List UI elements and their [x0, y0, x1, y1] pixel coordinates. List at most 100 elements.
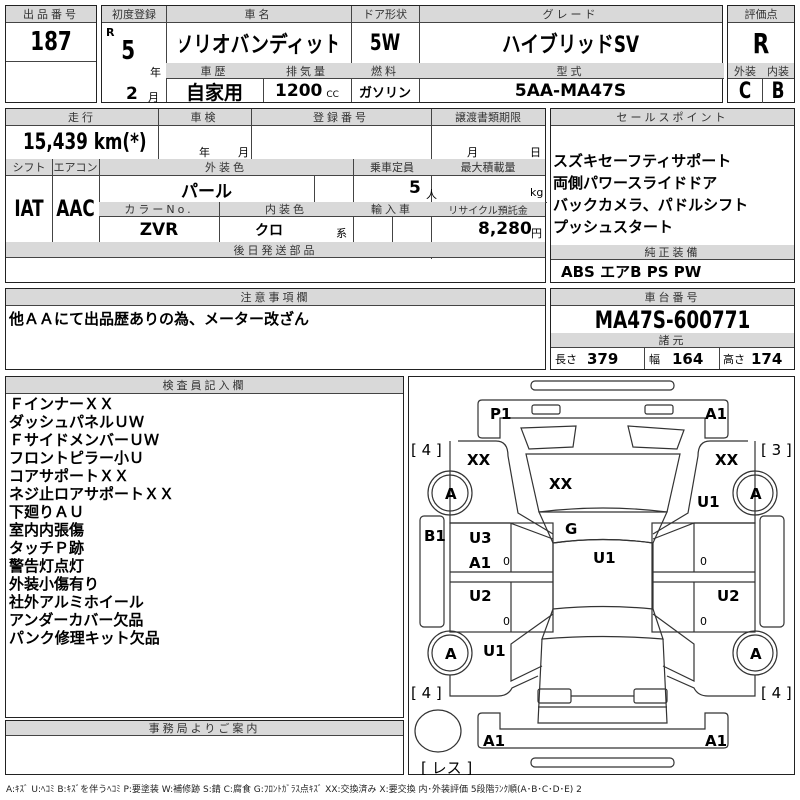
interior-score: B	[771, 79, 785, 103]
inspector-line: ダッシュパネルＵＷ	[9, 413, 145, 431]
equipment: ABS エアB PS PW	[561, 263, 702, 281]
car-name-label: 車名	[166, 6, 351, 23]
inspector-line: パンク修理キット欠品	[9, 629, 160, 647]
inspector-line: コアサポートＸＸ	[9, 467, 130, 485]
transfer-day-unit: 日	[530, 146, 541, 159]
height-label: 高さ	[723, 353, 745, 366]
capacity: 5	[409, 178, 421, 198]
diagram-mark-wheel-fr: A	[750, 485, 762, 503]
diagram-mark-wheel-rl: A	[445, 645, 457, 663]
year-unit: 年	[150, 66, 161, 79]
int-color: クロ	[255, 222, 283, 239]
diagram-mark-rear-right: A1	[705, 732, 728, 750]
diagram-mark-zero: 0	[700, 615, 707, 628]
transfer-month-unit: 月	[467, 146, 478, 159]
fuel-label: 燃料	[351, 63, 419, 79]
overall-score: R	[752, 26, 770, 60]
chassis-label: 車台番号	[551, 289, 794, 306]
inspector-line: ＦインナーＸＸ	[9, 395, 115, 413]
length: 379	[587, 350, 619, 368]
inspection-label: 車検	[158, 109, 251, 126]
recycle-label: リサイクル預託金	[431, 202, 545, 217]
inspector-line: 下廻りＡＵ	[9, 503, 85, 521]
inspection-year-unit: 年	[199, 146, 210, 159]
reg-no-label: 登録番号	[251, 109, 431, 126]
diagram-mark-rear-left: A1	[483, 732, 506, 750]
ac-label: エアコン	[52, 159, 99, 176]
diagram-mark-door-rr: U2	[717, 587, 740, 605]
sales-line: プッシュスタート	[553, 218, 674, 236]
sales-line: 両側パワースライドドア	[553, 174, 718, 192]
displacement-label: 排気量	[263, 63, 351, 79]
max-load-label: 最大積載量	[431, 159, 545, 176]
inspector-line: 警告灯点灯	[9, 557, 85, 575]
capacity-label: 乗車定員	[353, 159, 431, 176]
inspector-line: 社外アルミホイール	[9, 593, 144, 611]
diagram-mark-front-left: P1	[490, 405, 512, 423]
displacement-unit: CC	[326, 90, 339, 100]
mileage-label: 走行	[6, 109, 158, 126]
diagram-mark-door-fl1: U3	[469, 529, 492, 547]
chassis-box: 車台番号 MA47S-600771 諸元 長さ 379 幅 164 高さ 174	[550, 288, 795, 370]
detail-box: 走行 車検 登録番号 譲渡書類期限 15,439 km(*) 年 月 月 日 シ…	[5, 108, 547, 283]
ext-color: パール	[181, 181, 232, 202]
interior-label: 内装	[762, 63, 794, 79]
inspector-line: タッチＰ跡	[9, 539, 85, 557]
width-label: 幅	[649, 353, 660, 366]
later-parts-label: 後日発送部品	[6, 242, 545, 258]
first-reg-year: 5	[121, 36, 136, 66]
history: 自家用	[185, 81, 243, 104]
ext-color-label: 外装色	[99, 159, 353, 176]
lot-label: 出品番号	[6, 6, 96, 23]
inspector-line: ＦサイドメンバーＵＷ	[9, 431, 160, 449]
color-no: ZVR	[139, 219, 179, 240]
fuel: ガソリン	[358, 85, 411, 101]
inspector-line: 外装小傷有り	[9, 575, 100, 593]
import-label: 輸入車	[353, 202, 431, 217]
car-name: ソリオバンディット	[179, 33, 338, 58]
inspector-line: ネジ止ロアサポートＸＸ	[9, 485, 175, 503]
door-type: 5W	[369, 30, 401, 56]
car-outline	[414, 380, 785, 768]
height: 174	[751, 350, 783, 368]
notes-label: 注意事項欄	[6, 289, 545, 306]
sales-label: セールスポイント	[551, 109, 794, 126]
diagram-mark-windshield: G	[565, 520, 578, 538]
diagram-mark-zero: 0	[503, 555, 510, 568]
equipment-label: 純正装備	[551, 245, 794, 260]
score-box: 評価点 R 外装 内装 C B	[727, 5, 795, 103]
legend: A:ｷｽﾞ U:ﾍｺﾐ B:ｷｽﾞを伴うﾍｺﾐ P:要塗装 W:補修跡 S:錆 …	[6, 785, 582, 795]
color-no-label: カラーNo.	[99, 202, 219, 217]
diagram-mark-wheel-rr: A	[750, 645, 762, 663]
sales-line: スズキセーフティサポート	[553, 152, 732, 170]
diagram-mark-quarter-rl: U1	[483, 642, 506, 660]
int-color-label: 内装色	[219, 202, 353, 217]
specs-label: 諸元	[551, 333, 794, 348]
inspector-line: フロントピラー小Ｕ	[9, 449, 145, 467]
diagram-mark-fender-fl: XX	[467, 451, 491, 469]
diagram-mark-zero: 0	[503, 615, 510, 628]
chassis-number: MA47S-600771	[594, 306, 751, 333]
score-label: 評価点	[728, 6, 794, 23]
transfer-label: 譲渡書類期限	[431, 109, 545, 126]
width: 164	[672, 350, 704, 368]
door-label: ドア形状	[351, 6, 419, 23]
sales-point-box: セールスポイント スズキセーフティサポート 両側パワースライドドア バックカメラ…	[550, 108, 795, 283]
notes-text: 他ＡＡにて出品歴ありの為、メーター改ざん	[9, 310, 310, 328]
length-label: 長さ	[555, 353, 577, 366]
shift-label: シフト	[6, 159, 52, 176]
diagram-mark-hood: XX	[549, 475, 573, 493]
diagram-mark-front-right: A1	[705, 405, 728, 423]
diagram-mark-fr: [ 3 ]	[761, 441, 792, 459]
max-load-unit: kg	[530, 186, 544, 199]
inspector-line: 室内内張傷	[9, 521, 85, 539]
grade-label: グレード	[419, 6, 722, 23]
vehicle-info-box: 初度登録 車名 ドア形状 グレード R 5 年 2 月 ソリオバンディット 5W…	[101, 5, 724, 104]
diagram-mark-rr: [ 4 ]	[761, 684, 792, 702]
diagram-mark-door-fl2: A1	[469, 554, 492, 572]
office-label: 事務局よりご案内	[6, 721, 403, 736]
ac: AAC	[56, 196, 95, 222]
displacement: 1200	[275, 81, 323, 101]
